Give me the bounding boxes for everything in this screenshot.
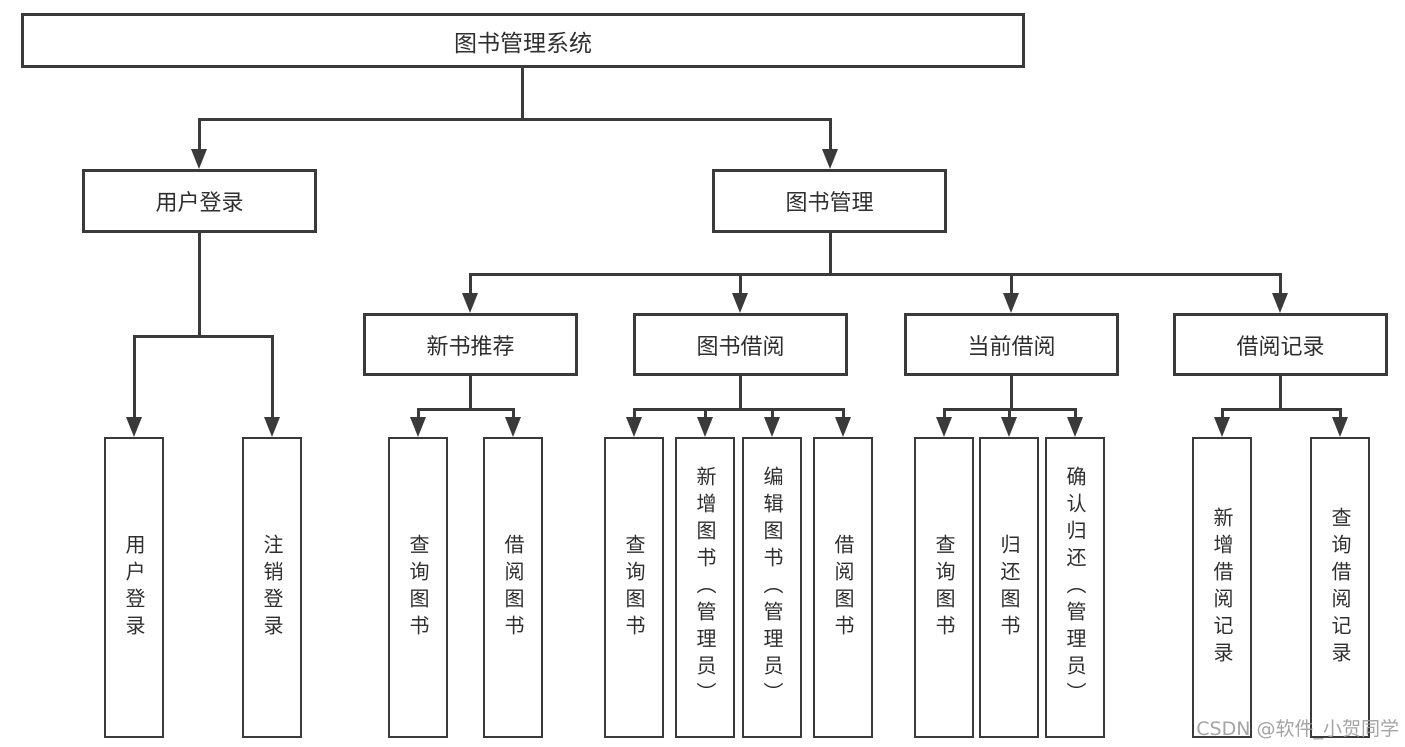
leaf-query-books-borrowing: 查询图书: [604, 437, 664, 738]
leaf-label: 查询图书: [622, 533, 646, 642]
connector-line: [133, 335, 274, 338]
arrowhead-icon: [505, 417, 521, 437]
node-library-management-system: 图书管理系统: [21, 13, 1025, 68]
node-book-borrowing: 图书借阅: [633, 313, 848, 376]
connector-line: [133, 335, 136, 419]
arrowhead-icon: [126, 417, 142, 437]
leaf-label: 确认归还（管理员）: [1063, 466, 1087, 709]
leaf-user-login: 用户登录: [104, 437, 164, 738]
connector-line: [771, 408, 774, 420]
node-current-borrowing: 当前借阅: [904, 313, 1119, 376]
connector-line: [198, 118, 832, 121]
leaf-confirm-return-admin: 确认归还（管理员）: [1045, 437, 1105, 738]
connector-line: [739, 376, 742, 408]
connector-line: [943, 408, 946, 420]
leaf-borrow-books-borrowing: 借阅图书: [813, 437, 873, 738]
arrowhead-icon: [1272, 293, 1288, 313]
arrowhead-icon: [1067, 417, 1083, 437]
arrowhead-icon: [822, 149, 838, 169]
node-new-book-recommendation: 新书推荐: [363, 313, 578, 376]
arrowhead-icon: [264, 417, 280, 437]
arrowhead-icon: [732, 293, 748, 313]
node-user-login: 用户登录: [82, 169, 317, 233]
leaf-query-books-recommend: 查询图书: [388, 437, 448, 738]
connector-line: [1221, 408, 1224, 420]
node-label: 借阅记录: [1236, 334, 1325, 360]
node-label: 新书推荐: [426, 334, 515, 360]
connector-line: [271, 335, 274, 419]
connector-line: [1010, 273, 1013, 295]
connector-line: [1074, 408, 1077, 420]
connector-line: [633, 408, 636, 420]
leaf-label: 查询图书: [932, 533, 956, 642]
arrowhead-icon: [462, 293, 478, 313]
leaf-label: 编辑图书（管理员）: [760, 466, 784, 709]
arrowhead-icon: [410, 417, 426, 437]
connector-line: [417, 408, 420, 420]
node-book-management: 图书管理: [712, 169, 947, 233]
connector-line: [633, 408, 845, 411]
arrowhead-icon: [1001, 417, 1017, 437]
node-borrowing-records: 借阅记录: [1173, 313, 1388, 376]
leaf-return-book: 归还图书: [979, 437, 1039, 738]
arrowhead-icon: [764, 417, 780, 437]
connector-line: [829, 233, 832, 273]
node-label: 图书管理系统: [454, 30, 592, 57]
connector-line: [842, 408, 845, 420]
leaf-label: 注销登录: [260, 533, 284, 642]
arrowhead-icon: [626, 417, 642, 437]
leaf-edit-book-admin: 编辑图书（管理员）: [742, 437, 802, 738]
leaf-label: 借阅图书: [831, 533, 855, 642]
leaf-label: 用户登录: [122, 533, 146, 642]
arrowhead-icon: [1214, 417, 1230, 437]
connector-line: [1339, 408, 1342, 420]
connector-line: [417, 408, 515, 411]
node-label: 当前借阅: [967, 334, 1056, 360]
node-label: 图书借阅: [696, 334, 785, 360]
connector-line: [829, 118, 832, 151]
leaf-label: 新增借阅记录: [1210, 506, 1234, 669]
leaf-label: 查询借阅记录: [1328, 506, 1352, 669]
leaf-query-books-current: 查询图书: [914, 437, 974, 738]
connector-line: [1279, 273, 1282, 295]
leaf-query-borrow-record: 查询借阅记录: [1310, 437, 1370, 738]
arrowhead-icon: [1332, 417, 1348, 437]
connector-line: [1221, 408, 1341, 411]
connector-line: [1010, 376, 1013, 408]
connector-line: [198, 118, 201, 151]
connector-line: [198, 233, 201, 335]
csdn-watermark: CSDN @软件_小贺同学: [1196, 718, 1399, 740]
connector-line: [704, 408, 707, 420]
leaf-borrow-books-recommend: 借阅图书: [483, 437, 543, 738]
leaf-logout: 注销登录: [242, 437, 302, 738]
leaf-label: 归还图书: [997, 533, 1021, 642]
arrowhead-icon: [1003, 293, 1019, 313]
connector-line: [469, 273, 472, 295]
leaf-label: 新增图书（管理员）: [693, 466, 717, 709]
connector-line: [469, 273, 1282, 276]
arrowhead-icon: [936, 417, 952, 437]
leaf-label: 查询图书: [406, 533, 430, 642]
node-label: 图书管理: [785, 191, 874, 216]
connector-line: [512, 408, 515, 420]
arrowhead-icon: [191, 149, 207, 169]
connector-line: [739, 273, 742, 295]
arrowhead-icon: [835, 417, 851, 437]
connector-line: [1008, 408, 1011, 420]
arrowhead-icon: [697, 417, 713, 437]
leaf-label: 借阅图书: [501, 533, 525, 642]
leaf-add-borrow-record: 新增借阅记录: [1192, 437, 1252, 738]
leaf-add-book-admin: 新增图书（管理员）: [675, 437, 735, 738]
node-label: 用户登录: [155, 191, 244, 216]
connector-line: [469, 376, 472, 408]
connector-line: [521, 68, 524, 118]
connector-line: [1279, 376, 1282, 408]
